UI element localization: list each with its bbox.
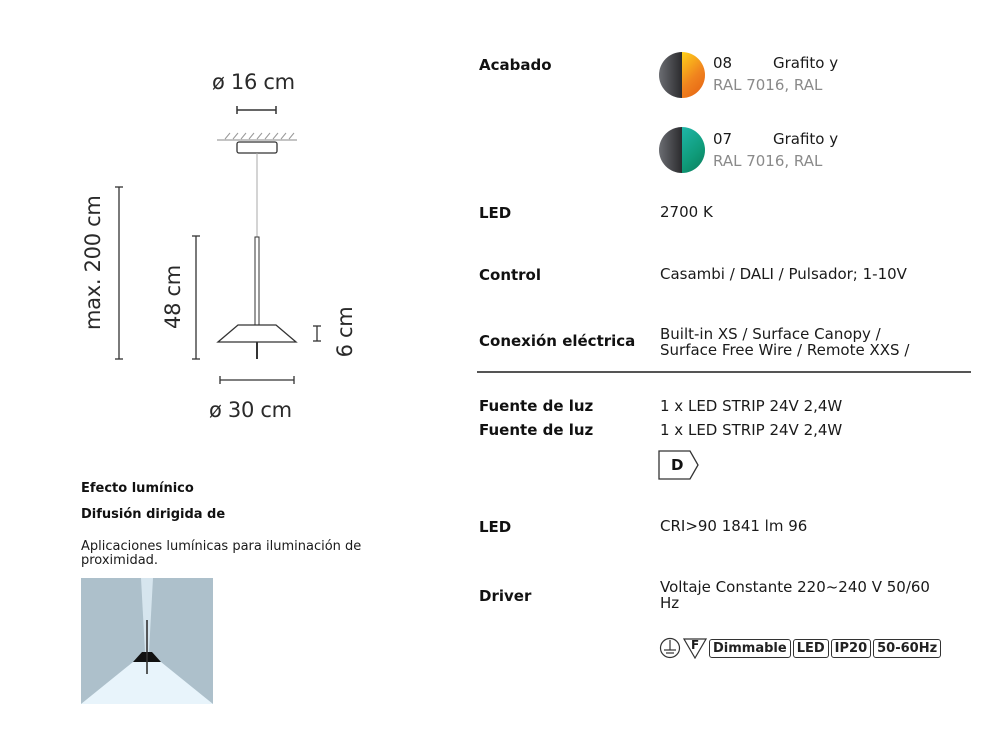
body-height-label: 48 cm [161,265,185,329]
light-effect-title: Efecto lumínico [81,481,194,496]
finish-name: Grafito y [773,130,839,148]
connection-label: Conexión eléctrica [479,332,636,350]
finish-swatch-orange[interactable] [659,52,705,98]
connection-value-line2: Surface Free Wire / Remote XXS / [660,341,910,359]
led-value: 2700 K [660,203,713,221]
led-badge: LED [792,638,829,658]
finish-label: Acabado [479,56,552,74]
finish-swatch-green[interactable] [659,127,705,173]
f-mark-icon: F [683,637,707,659]
light-source-label: Fuente de luz [479,421,594,439]
technical-drawing [115,106,321,384]
driver-value-line1: Voltaje Constante 220~240 V 50/60 [660,578,930,596]
shade-diameter-label: ø 30 cm [209,398,292,422]
canopy-diameter-label: ø 16 cm [212,70,295,94]
ip20-badge: IP20 [830,638,872,658]
dimmable-badge: Dimmable [709,638,791,658]
led-cri-value: CRI>90 1841 lm 96 [660,517,808,535]
section-divider [477,371,971,373]
ground-earth-icon [659,637,681,659]
control-value: Casambi / DALI / Pulsador; 1-10V [660,265,907,283]
shade-height-label: 6 cm [333,306,357,358]
led-label: LED [479,204,512,222]
light-source-label: Fuente de luz [479,397,594,415]
led-cri-label: LED [479,518,512,536]
driver-label: Driver [479,587,532,605]
light-distribution-illustration [81,578,213,704]
max-height-label: max. 200 cm [81,195,105,330]
light-effect-subtitle: Difusión dirigida de [81,507,226,522]
frequency-badge: 50-60Hz [873,638,942,658]
finish-name: Grafito y [773,54,839,72]
dimension-drawing: ø 16 cm [0,0,460,440]
energy-arrow-icon [658,450,699,480]
f-mark-letter: F [691,638,700,652]
energy-class-letter: D [671,456,684,474]
connection-value-line1: Built-in XS / Surface Canopy / [660,325,881,343]
light-source-value: 1 x LED STRIP 24V 2,4W [660,397,843,415]
light-effect-description: Aplicaciones lumínicas para iluminación … [81,539,362,568]
finish-code: 08 [713,54,733,72]
finish-code: 07 [713,130,733,148]
finish-ral: RAL 7016, RAL [713,152,823,170]
finish-ral: RAL 7016, RAL [713,76,823,94]
driver-value-line2: Hz [660,594,680,612]
energy-class-badge: D [658,450,700,480]
light-source-value: 1 x LED STRIP 24V 2,4W [660,421,843,439]
control-label: Control [479,266,542,284]
certifications-row: F Dimmable LED IP20 50-60Hz [659,637,943,659]
